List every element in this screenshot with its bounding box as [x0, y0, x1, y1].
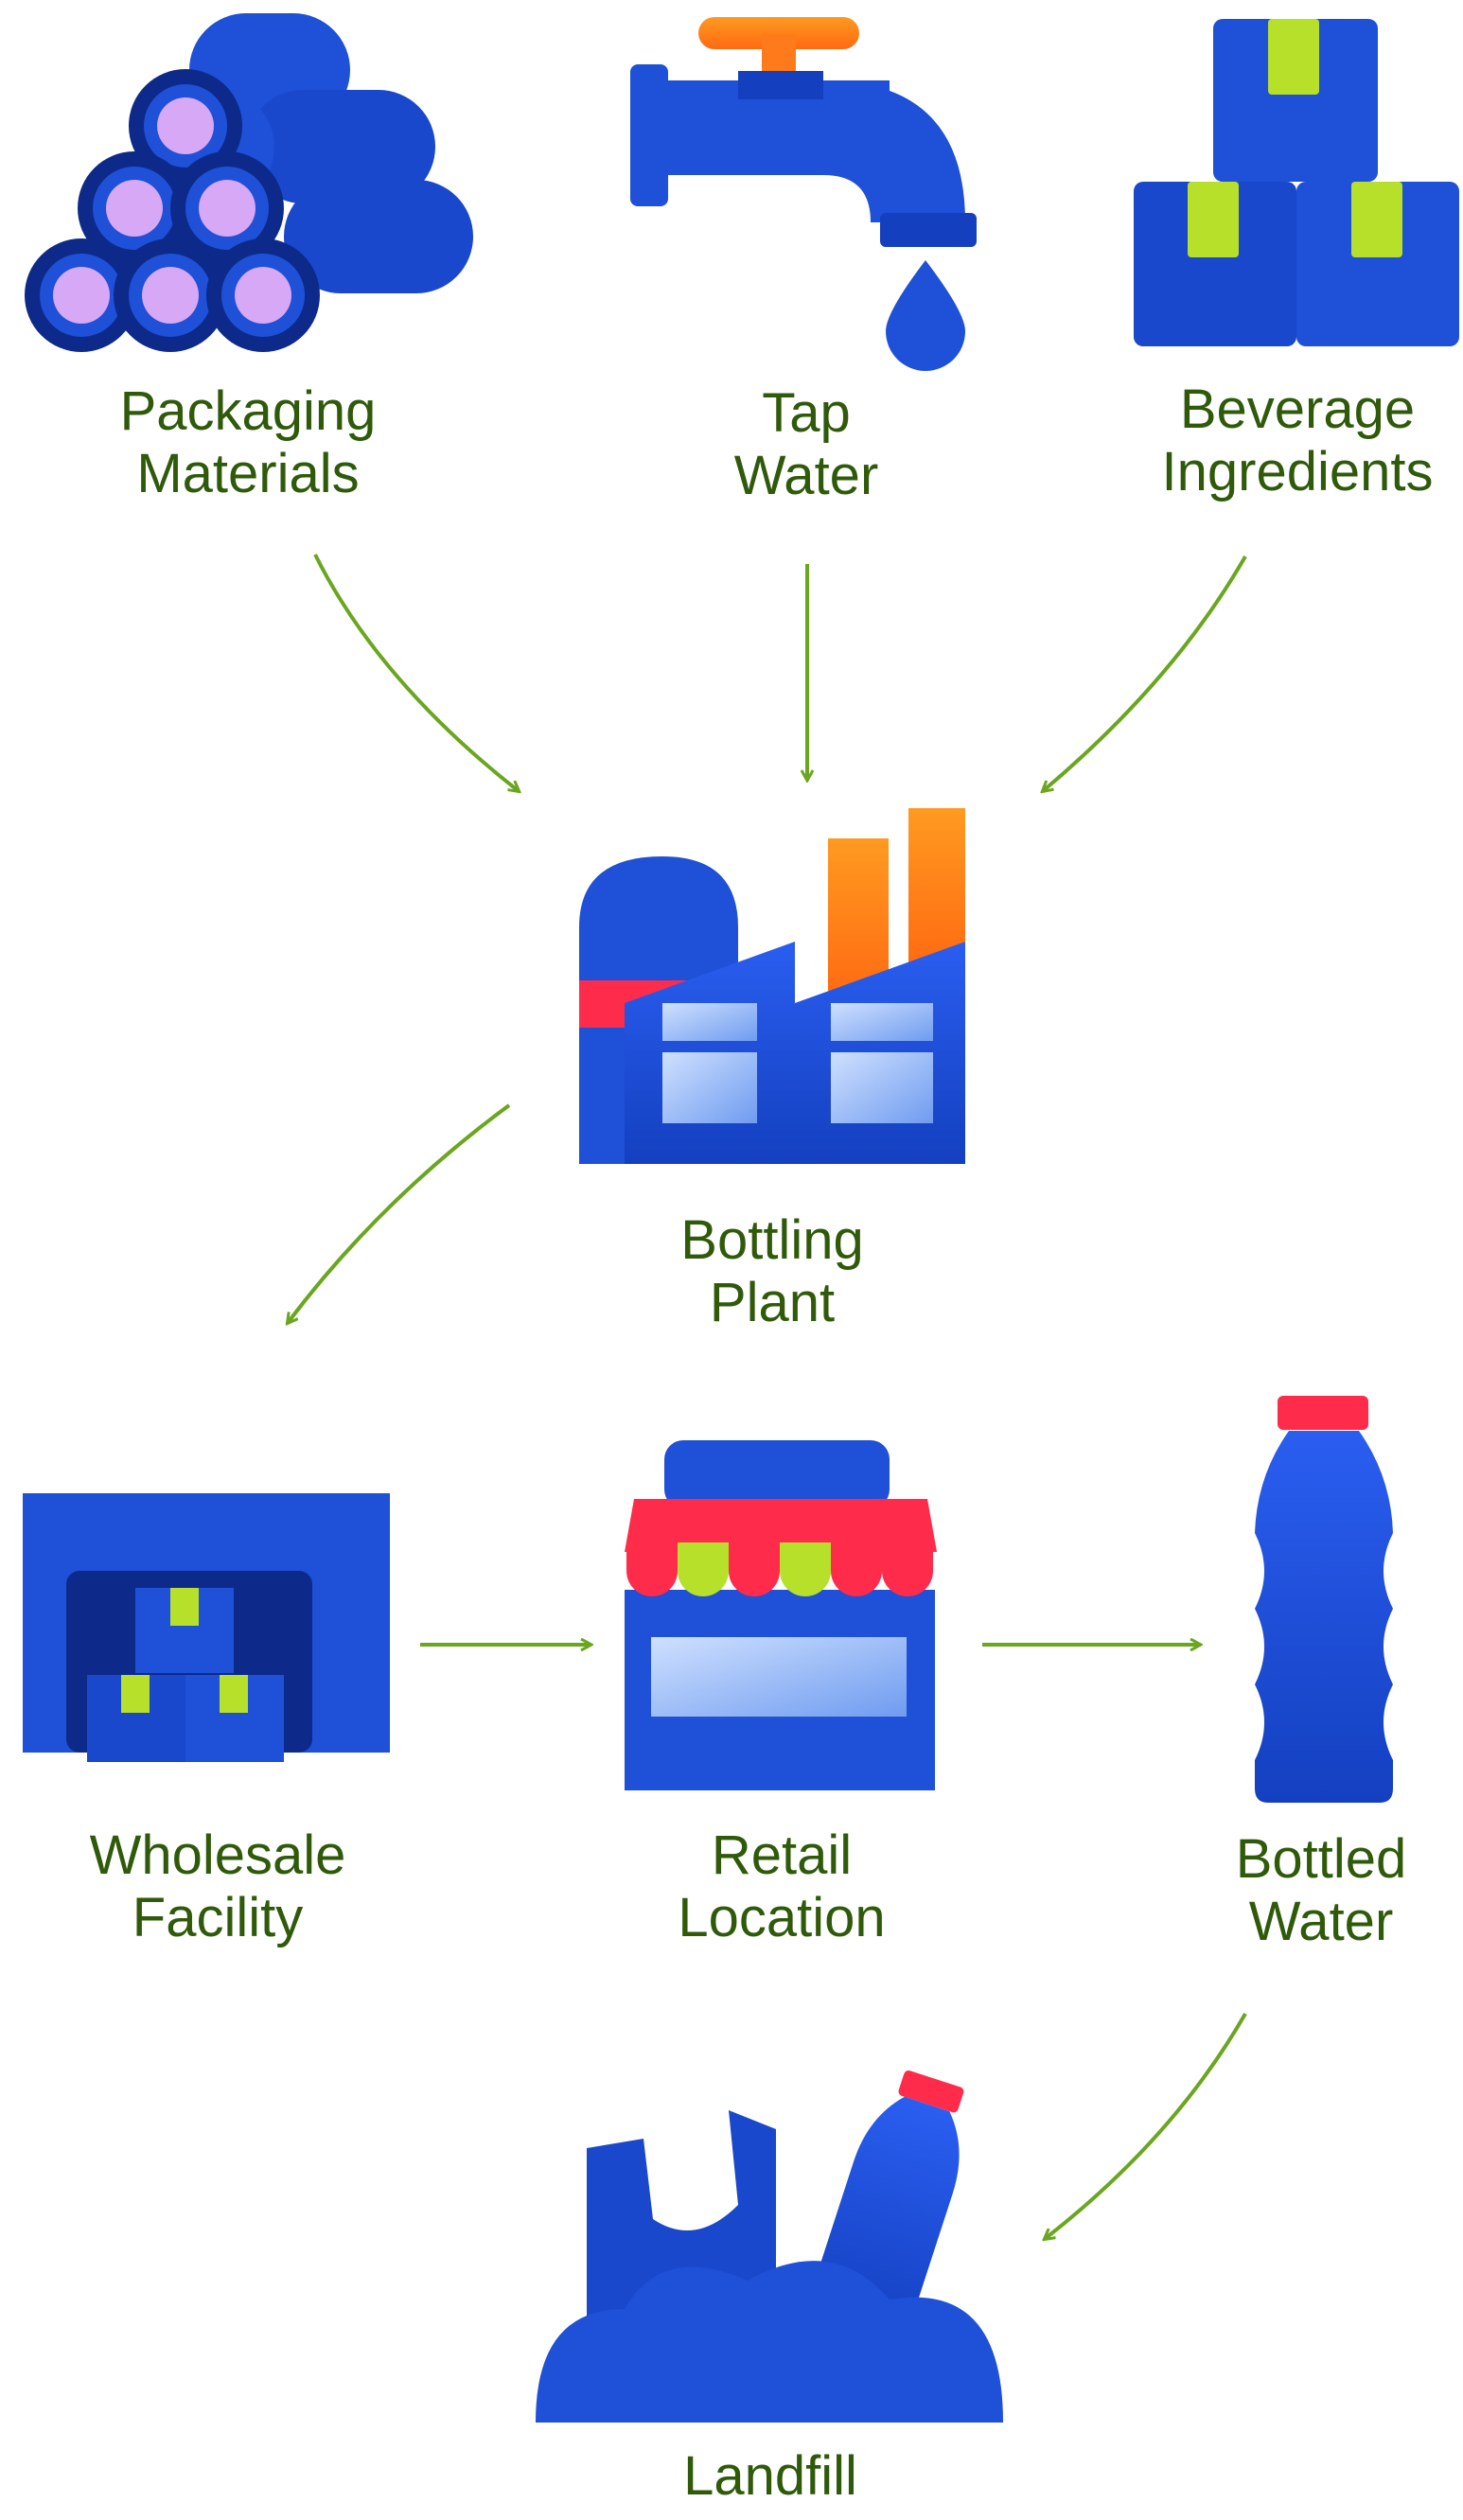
- landfill-icon: [536, 2070, 1003, 2423]
- label-line: Water: [1248, 1891, 1394, 1952]
- label-line: Beverage: [1179, 379, 1416, 440]
- storefront-icon: [625, 1440, 937, 1790]
- node-label-beverage-ingredients: Beverage Ingredients: [1051, 379, 1463, 503]
- edge-ingredients-to-plant: [1043, 555, 1247, 791]
- node-label-tap-water: Tap Water: [560, 382, 1052, 507]
- label-line: Retail: [711, 1824, 853, 1886]
- factory-icon: [579, 808, 965, 1164]
- pipes-stack-icon: [25, 13, 473, 352]
- label-line: Facility: [132, 1887, 304, 1948]
- node-label-retail-location: Retail Location: [536, 1824, 1028, 1949]
- edge-packaging-to-plant: [313, 554, 519, 791]
- label-line: Location: [678, 1887, 886, 1948]
- label-line: Bottling: [680, 1209, 864, 1271]
- label-line: Bottled: [1235, 1828, 1407, 1890]
- label-line: Packaging: [119, 380, 377, 442]
- edge-bottled-to-landfill: [1045, 2013, 1247, 2239]
- label-line: Wholesale: [89, 1824, 346, 1886]
- node-label-wholesale-facility: Wholesale Facility: [0, 1824, 464, 1949]
- label-line: Water: [733, 445, 879, 506]
- label-line: Materials: [136, 443, 360, 504]
- faucet-icon: [630, 17, 977, 371]
- node-label-packaging-materials: Packaging Materials: [2, 380, 494, 505]
- warehouse-icon: [23, 1493, 390, 1762]
- node-label-bottling-plant: Bottling Plant: [526, 1209, 1018, 1334]
- label-line: Ingredients: [1161, 441, 1434, 502]
- label-line: Plant: [709, 1272, 836, 1333]
- label-line: Landfill: [683, 2445, 857, 2507]
- label-line: Tap: [762, 382, 851, 444]
- edge-plant-to-wholesale: [288, 1103, 511, 1323]
- bottle-icon: [1255, 1396, 1393, 1803]
- boxes-icon: [1134, 19, 1459, 346]
- node-label-landfill: Landfill: [524, 2445, 1016, 2508]
- node-label-bottled-water: Bottled Water: [1075, 1828, 1463, 1953]
